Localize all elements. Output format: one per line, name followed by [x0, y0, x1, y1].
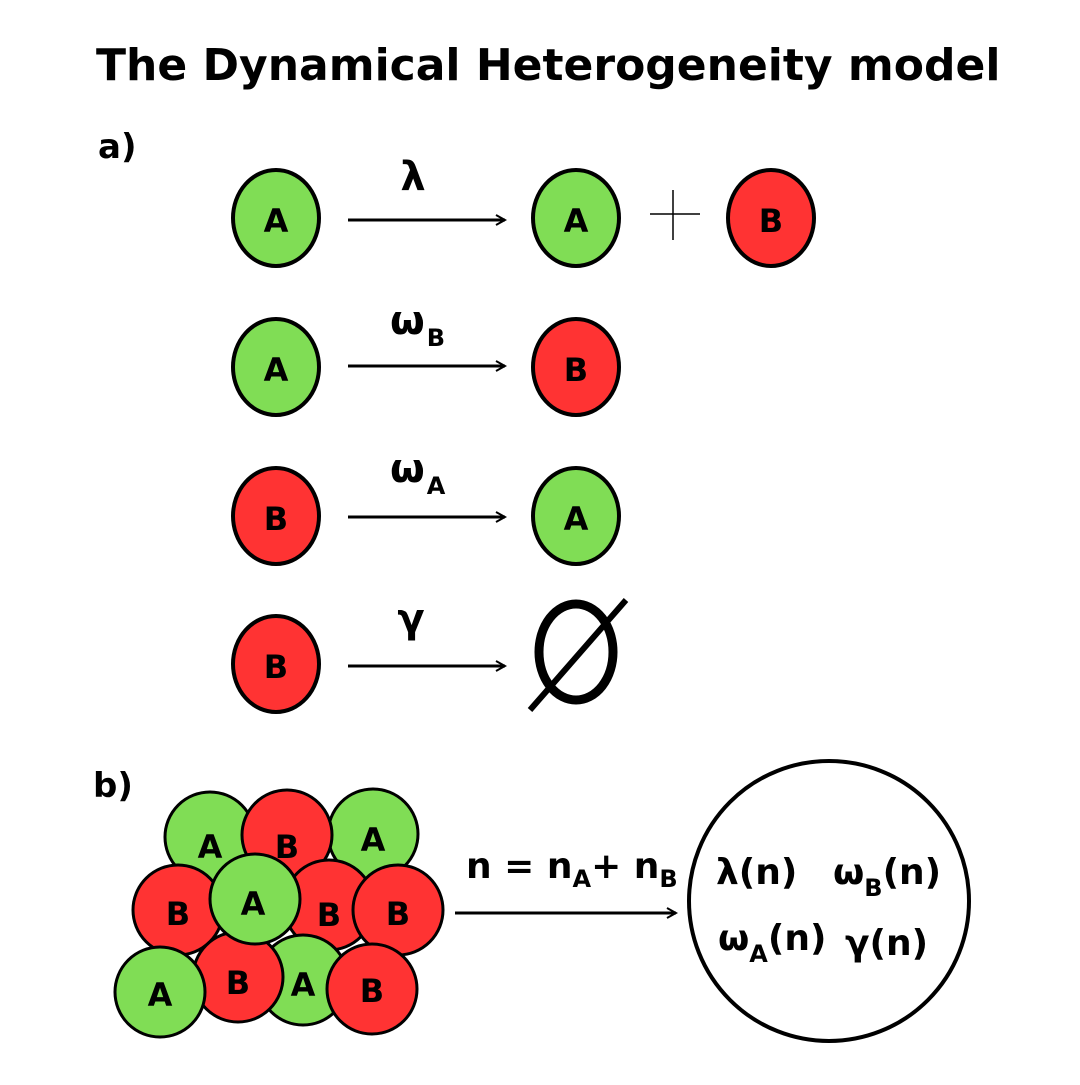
reaction-3: B ωA A — [231, 446, 621, 566]
svg-text:A: A — [291, 966, 316, 1004]
cluster-cell: B — [191, 930, 285, 1024]
reaction-1-reactant-cell: A — [231, 168, 321, 268]
population-formula: n = nA+ nB — [466, 846, 678, 893]
reaction-4: B γ — [231, 596, 629, 714]
cluster-cell: B — [325, 942, 419, 1036]
cell-label: A — [564, 500, 589, 538]
rate-lambda-n: λ(n) — [716, 852, 797, 893]
rate-omega-b: ωB — [390, 298, 445, 352]
svg-text:B: B — [386, 895, 410, 933]
reaction-1-product-cell-b: B — [726, 168, 816, 268]
cluster-cell: A — [113, 945, 207, 1039]
reaction-3-product-cell: A — [531, 466, 621, 566]
rate-omega-a: ωA — [390, 446, 446, 500]
cluster-cell: B — [351, 863, 445, 957]
panel-a-label: a) — [98, 127, 136, 167]
svg-text:B: B — [360, 972, 384, 1010]
rate-omega-b-n: ωB(n) — [833, 852, 941, 902]
rate-gamma: γ — [397, 596, 424, 642]
reaction-2-reactant-cell: A — [231, 317, 321, 417]
rates-circle: λ(n) ωB(n) ωA(n) γ(n) — [687, 759, 971, 1043]
reaction-1-product-cell-a: A — [531, 168, 621, 268]
cell-label: B — [564, 351, 588, 389]
cluster-cell: B — [282, 858, 376, 952]
svg-text:A: A — [361, 821, 386, 859]
empty-set-icon — [527, 598, 629, 712]
svg-text:B: B — [166, 895, 190, 933]
svg-text:B: B — [226, 964, 250, 1002]
rate-omega-a-n: ωA(n) — [718, 918, 826, 968]
cell-cluster: A A B B B A B A — [113, 787, 445, 1039]
svg-text:A: A — [241, 885, 266, 923]
svg-text:A: A — [148, 976, 173, 1014]
cell-label: A — [264, 351, 289, 389]
cluster-cell: B — [131, 863, 225, 957]
cell-label: A — [564, 202, 589, 240]
plus-sign — [650, 190, 700, 240]
cell-label: B — [264, 648, 288, 686]
cell-label: B — [759, 202, 783, 240]
reaction-4-reactant-cell: B — [231, 614, 321, 714]
svg-text:A: A — [198, 828, 223, 866]
rate-lambda: λ — [400, 154, 425, 200]
svg-text:B: B — [317, 896, 341, 934]
reaction-2: A ωB B — [231, 298, 621, 417]
reaction-3-reactant-cell: B — [231, 466, 321, 566]
cluster-cell: A — [208, 852, 302, 946]
reaction-1: A λ A B — [231, 154, 816, 268]
cell-label: A — [264, 202, 289, 240]
cell-label: B — [264, 500, 288, 538]
panel-b-label: b) — [93, 766, 133, 806]
figure-title: The Dynamical Heterogeneity model — [96, 40, 1000, 91]
rate-gamma-n: γ(n) — [845, 923, 928, 964]
reaction-2-product-cell: B — [531, 317, 621, 417]
